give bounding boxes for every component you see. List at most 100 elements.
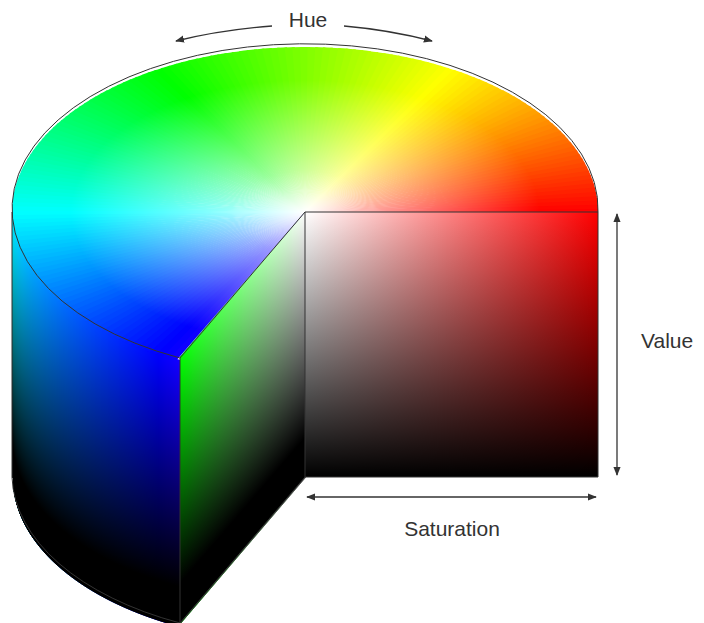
side-shade (119, 338, 121, 605)
side-color (141, 348, 143, 615)
side-color (127, 342, 129, 609)
side-color (104, 331, 106, 598)
side-strip (74, 313, 76, 580)
side-color (148, 350, 150, 617)
side-color (157, 353, 159, 620)
side-shade (124, 341, 126, 608)
side-shade (160, 354, 162, 621)
side-color (112, 335, 114, 602)
side-strip (67, 307, 69, 574)
side-color (107, 333, 109, 600)
side-shade (69, 309, 71, 576)
side-strip (118, 338, 120, 605)
side-shade (174, 359, 176, 623)
side-strip (68, 308, 70, 575)
side-strip (171, 358, 173, 623)
side-shade (155, 353, 157, 620)
side-color (78, 315, 80, 582)
side-strip (98, 328, 100, 595)
side-strip (175, 359, 177, 623)
side-color (161, 355, 163, 622)
side-shade (71, 310, 73, 577)
side-strip (59, 301, 61, 568)
side-strip (127, 342, 129, 609)
side-color (88, 322, 90, 589)
side-strip (111, 335, 113, 602)
side-shade (98, 328, 100, 595)
side-strip (85, 320, 87, 587)
side-color (117, 338, 119, 605)
side-color (132, 344, 134, 611)
side-strip (56, 298, 58, 565)
side-shade (156, 353, 158, 620)
side-shade (52, 294, 54, 561)
side-shade (166, 356, 168, 623)
side-shade (173, 358, 175, 623)
side-strip (144, 349, 146, 616)
side-shade (165, 356, 167, 623)
side-strip (94, 325, 96, 592)
side-strip (110, 334, 112, 601)
side-strip (52, 294, 54, 561)
side-shade (100, 329, 102, 596)
side-shade (93, 325, 95, 592)
side-strip (136, 346, 138, 613)
side-shade (58, 300, 60, 567)
side-strip (92, 324, 94, 591)
side-strip (101, 329, 103, 596)
side-shade (145, 349, 147, 616)
side-strip (147, 350, 149, 617)
side-shade (113, 336, 115, 603)
side-color (94, 325, 96, 592)
side-shade (114, 336, 116, 603)
side-color (144, 349, 146, 616)
side-strip (73, 312, 75, 579)
side-strip (142, 348, 144, 615)
side-strip (143, 348, 145, 615)
side-strip (88, 322, 90, 589)
side-color (174, 359, 176, 623)
side-shade (118, 338, 120, 605)
side-strip (117, 338, 119, 605)
side-strip (58, 300, 60, 567)
side-strip (140, 347, 142, 614)
side-strip (79, 316, 81, 583)
side-shade (127, 342, 129, 609)
side-color (99, 328, 101, 595)
side-strip (123, 340, 125, 607)
side-color (59, 301, 61, 568)
cut-outline (180, 212, 598, 623)
side-shade (142, 348, 144, 615)
side-shade (53, 295, 55, 562)
side-strip (168, 357, 170, 623)
side-color (170, 357, 172, 623)
side-color (156, 353, 158, 620)
side-shade (94, 325, 96, 592)
side-shade (152, 352, 154, 619)
side-color (120, 339, 122, 606)
side-strip (102, 330, 104, 597)
saturation-face (305, 212, 598, 477)
side-color (155, 353, 157, 620)
side-shade (89, 322, 91, 589)
side-color (57, 299, 59, 566)
side-color (164, 356, 166, 623)
side-strip (95, 326, 97, 593)
side-shade (62, 303, 64, 570)
side-shade (75, 313, 77, 580)
side-strip (115, 337, 117, 604)
side-color (54, 296, 56, 563)
value-shade (305, 212, 598, 477)
side-shade (68, 308, 70, 575)
side-shade (133, 345, 135, 612)
side-color (151, 351, 153, 618)
side-color (73, 312, 75, 579)
saturation-arrow (307, 496, 596, 497)
side-strip (72, 311, 74, 578)
side-strip (80, 317, 82, 584)
side-color (166, 356, 168, 623)
side-strip (114, 336, 116, 603)
side-shade (116, 337, 118, 604)
side-color (101, 329, 103, 596)
side-strip (125, 341, 127, 608)
